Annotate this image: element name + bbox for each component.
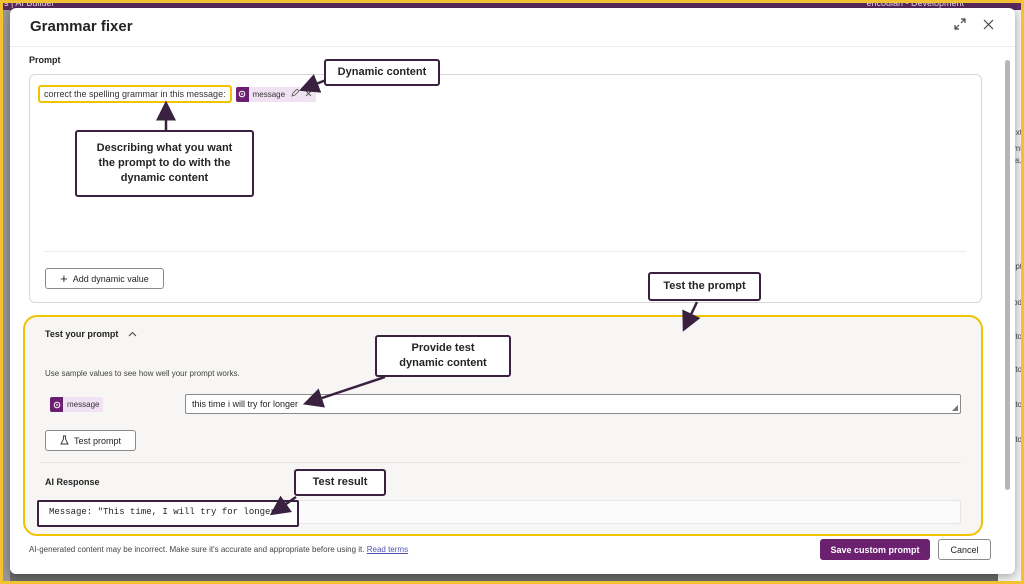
- add-dynamic-value-label: Add dynamic value: [72, 273, 149, 284]
- prompt-section-label: Prompt: [29, 55, 61, 65]
- dynamic-value-icon: [50, 397, 63, 412]
- dialog-actions: [953, 17, 995, 31]
- callout-test-the-prompt: Test the prompt: [648, 272, 761, 301]
- callout-provide-test-content: Provide test dynamic content: [375, 335, 511, 377]
- read-terms-link[interactable]: Read terms: [366, 545, 409, 554]
- test-prompt-label: Test prompt: [73, 435, 122, 446]
- prompt-instruction-text[interactable]: correct the spelling grammar in this mes…: [38, 85, 232, 103]
- chevron-up-icon: [128, 329, 137, 339]
- prompt-line: correct the spelling grammar in this mes…: [38, 85, 317, 103]
- dialog-title: Grammar fixer: [30, 18, 133, 35]
- test-value-text: this time i will try for longer: [192, 399, 299, 409]
- callout-describing-prompt: Describing what you want the prompt to d…: [75, 130, 254, 197]
- test-prompt-header[interactable]: Test your prompt: [45, 329, 137, 339]
- test-token-wrapper: message: [50, 397, 104, 412]
- background-fragment: sto: [1011, 332, 1022, 341]
- background-fragment: sto: [1011, 435, 1022, 444]
- callout-dynamic-content: Dynamic content: [324, 59, 440, 86]
- ai-response-label: AI Response: [45, 477, 100, 487]
- title-divider: [10, 46, 1015, 47]
- test-divider: [41, 462, 961, 463]
- expand-icon[interactable]: [953, 17, 967, 31]
- background-fragment: sto: [1011, 365, 1022, 374]
- prompt-divider: [44, 251, 966, 252]
- grammar-fixer-dialog: Grammar fixer Prompt correct the spellin…: [10, 8, 1015, 574]
- plus-icon: +: [60, 271, 68, 286]
- background-left-strip: [0, 10, 10, 584]
- close-icon[interactable]: [981, 17, 995, 31]
- disclaimer-text: AI-generated content may be incorrect. M…: [29, 545, 365, 554]
- background-fragment: ns,: [1011, 156, 1022, 165]
- test-dynamic-value-label: message: [67, 400, 100, 409]
- background-app-bar: s | AI Builder encodian - Development: [0, 0, 1024, 10]
- test-prompt-title: Test your prompt: [45, 329, 119, 339]
- save-custom-prompt-button[interactable]: Save custom prompt: [820, 539, 930, 560]
- background-fragment: od: [1013, 298, 1022, 307]
- cancel-button[interactable]: Cancel: [938, 539, 991, 560]
- dynamic-value-token[interactable]: message: [235, 86, 317, 102]
- background-fragment: xt: [1015, 128, 1022, 137]
- add-dynamic-value-button[interactable]: + Add dynamic value: [45, 268, 164, 289]
- remove-token-icon[interactable]: [305, 89, 312, 99]
- test-dynamic-value-token: message: [50, 397, 104, 412]
- resize-grip-icon[interactable]: ◢: [951, 403, 958, 412]
- dialog-scrollbar[interactable]: [1005, 60, 1010, 490]
- disclaimer: AI-generated content may be incorrect. M…: [29, 545, 408, 554]
- test-prompt-button[interactable]: Test prompt: [45, 430, 136, 451]
- background-environment: encodian - Development: [866, 0, 964, 8]
- test-value-input[interactable]: this time i will try for longer ◢: [185, 394, 961, 414]
- background-app-title: s | AI Builder: [4, 0, 55, 8]
- ai-response-result: Message: "This time, I will try for long…: [37, 500, 299, 527]
- dynamic-value-icon: [235, 86, 249, 102]
- background-fragment: sto: [1011, 400, 1022, 409]
- test-description: Use sample values to see how well your p…: [45, 369, 240, 378]
- dynamic-value-label: message: [252, 89, 286, 99]
- background-fragment: mpt: [1008, 262, 1022, 271]
- callout-test-result: Test result: [294, 469, 386, 496]
- pencil-icon[interactable]: [291, 88, 300, 99]
- prompt-editor[interactable]: correct the spelling grammar in this mes…: [29, 74, 982, 303]
- flask-icon: [60, 435, 69, 447]
